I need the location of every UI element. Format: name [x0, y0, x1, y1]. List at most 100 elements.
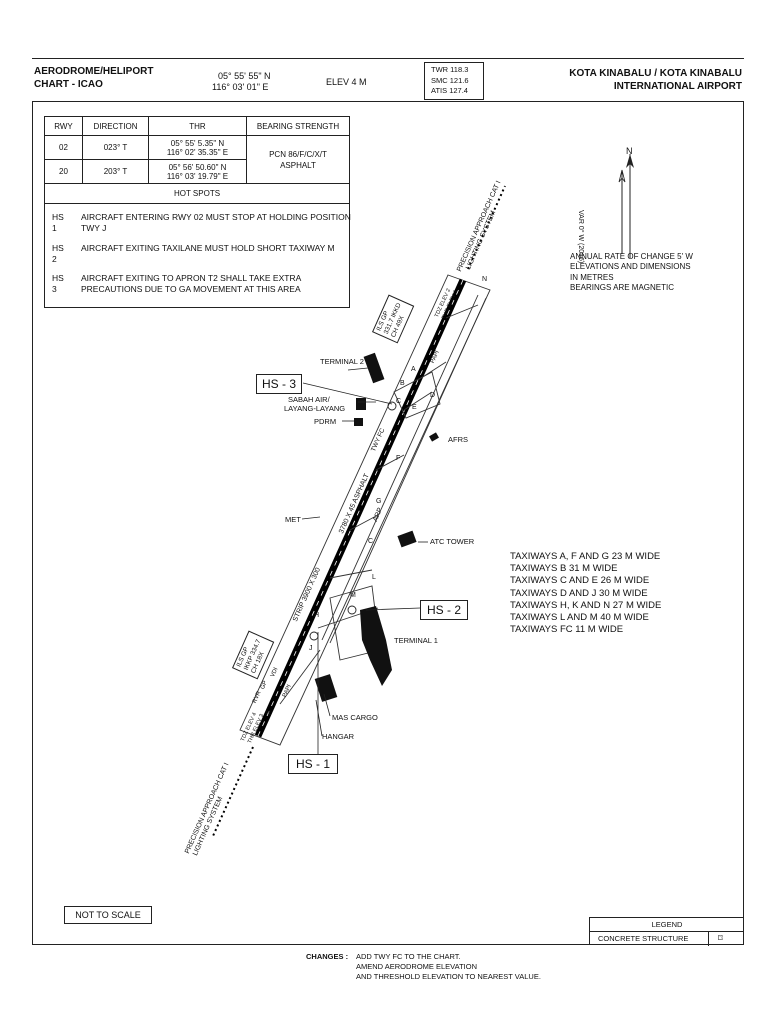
bearing-strength-cell: PCN 86/F/C/X/T ASPHALT	[246, 135, 350, 184]
taxiway-letter-n: N	[482, 276, 488, 283]
surface-value: ASPHALT	[280, 160, 316, 170]
hs3-leader	[302, 382, 393, 405]
aerodrome-elevation: ELEV 4 M	[326, 77, 367, 87]
afrs-building	[429, 432, 439, 442]
legend-box: LEGEND CONCRETE STRUCTURE ⌑	[589, 917, 744, 946]
taxiway-connector	[375, 454, 405, 471]
parallel-taxiway	[321, 294, 479, 641]
hot-spots-body	[44, 203, 350, 308]
hot-spot-2-marker	[347, 605, 357, 615]
hot-spot-id: HS 1	[52, 212, 64, 233]
terminal2-leader	[347, 367, 369, 371]
atc-tower-label: ATC TOWER	[430, 537, 475, 546]
met-label: MET	[285, 515, 301, 524]
taxiway-widths: TAXIWAYS A, F AND G 23 M WIDE TAXIWAYS B…	[510, 551, 661, 636]
thr-cell: 05° 55' 5.35" N 116° 02' 35.35" E	[148, 135, 247, 160]
hot-spot-3-box: HS - 3	[256, 374, 302, 394]
runway-02-20	[254, 278, 467, 738]
taxiway-connector	[349, 514, 379, 531]
smc-frequency: SMC 121.6	[431, 75, 469, 85]
hot-spot-1-marker	[309, 631, 319, 641]
taxiway-width-line: TAXIWAYS FC 11 M WIDE	[510, 624, 624, 636]
taxiway-letter-b: B	[400, 380, 405, 387]
taxiway-letter-c-north: C	[396, 398, 402, 405]
taxiway-letter-j: J	[309, 645, 313, 652]
table-row: 20 203° T 05° 56' 50.60" N 116° 03' 19.7…	[44, 159, 350, 184]
sabah-air-building	[356, 398, 366, 410]
approach-lighting-north	[467, 185, 506, 270]
taxiway-letter-a: A	[411, 366, 416, 373]
header-top-rule	[32, 58, 744, 59]
hot-spot-1-box: HS - 1	[288, 754, 338, 774]
mas-cargo-leader	[323, 693, 331, 717]
note-line: IN METRES	[570, 272, 614, 282]
taxiway-letter-m: M	[350, 592, 356, 599]
change-line: ADD TWY FC TO THE CHART.	[356, 952, 461, 961]
runway-table: RWY DIRECTION THR BEARING STRENGTH 02 02…	[44, 116, 350, 308]
pdrm-building	[354, 418, 363, 426]
mas-cargo-building	[314, 674, 338, 702]
hs2-leader	[365, 607, 421, 611]
met-leader	[301, 516, 321, 520]
hot-spot-2-box: HS - 2	[420, 600, 468, 620]
hot-spot-3-marker	[387, 401, 397, 411]
thr-cell: 05° 56' 50.60" N 116° 03' 19.79" E	[148, 159, 247, 184]
chart-title-line1: AERODROME/HELIPORT	[34, 66, 154, 77]
arp-longitude: 116° 03' 01" E	[212, 82, 269, 92]
taxiway-connector	[279, 649, 321, 705]
thr-lat: 05° 55' 5.35" N	[170, 138, 225, 148]
hot-spot-text: AIRCRAFT EXITING TO APRON T2 SHALL TAKE …	[81, 273, 301, 294]
legend-divider	[708, 932, 709, 946]
sabah-air-label: SABAH AIR/	[288, 395, 330, 404]
change-line: AMEND AERODROME ELEVATION	[356, 962, 477, 971]
airport-name-line2: INTERNATIONAL AIRPORT	[613, 81, 742, 92]
atis-frequency: ATIS 127.4	[431, 86, 468, 95]
thr-lon: 116° 02' 35.35" E	[166, 147, 229, 157]
hangar-leader	[315, 699, 323, 737]
apron-terminal-2	[393, 371, 441, 419]
frequency-box: TWR 118.3 SMC 121.6 ATIS 127.4	[424, 62, 484, 100]
terminal-2-building	[363, 352, 385, 384]
taxiway-letter-h: H	[314, 612, 320, 619]
chart-notes: ANNUAL RATE OF CHANGE 5' W ELEVATIONS AN…	[570, 252, 693, 293]
legend-row: CONCRETE STRUCTURE ⌑	[590, 932, 744, 946]
direction-cell: 023° T	[82, 135, 149, 160]
taxiway-connector	[329, 569, 373, 579]
taxiway-letter-k: K	[266, 710, 271, 717]
terminal-1-label: TERMINAL 1	[394, 636, 438, 645]
taxiway-width-line: TAXIWAYS A, F AND G 23 M WIDE	[510, 551, 661, 562]
note-line: BEARINGS ARE MAGNETIC	[570, 282, 675, 292]
airport-name-line1: KOTA KINABALU / KOTA KINABALU	[569, 68, 742, 79]
changes-notes: ADD TWY FC TO THE CHART. AMEND AERODROME…	[356, 952, 541, 982]
chart-title-line2: CHART - ICAO	[34, 79, 103, 90]
taxiway-width-line: TAXIWAYS H, K AND N 27 M WIDE	[510, 599, 662, 611]
taxiway-width-line: TAXIWAYS C AND E 26 M WIDE	[510, 575, 650, 587]
not-to-scale-box: NOT TO SCALE	[64, 906, 152, 924]
legend-title: LEGEND	[590, 918, 744, 932]
taxiway-width-line: TAXIWAYS B 31 M WIDE	[510, 563, 618, 575]
taxiway-connector	[403, 391, 433, 411]
taxiway-letter-c-south: C	[368, 538, 374, 545]
taxiway-letter-e: E	[412, 404, 417, 411]
taxiway-letter-d: D	[430, 392, 436, 399]
pcn-value: PCN 86/F/C/X/T	[269, 149, 327, 159]
taxiway-connector	[445, 304, 479, 319]
changes-label: CHANGES :	[306, 952, 349, 961]
parallel-taxiway	[329, 297, 487, 644]
taxiway-letter-l: L	[372, 574, 376, 581]
runway-strip	[239, 274, 491, 746]
north-arrow-icon	[618, 154, 634, 258]
afrs-label: AFRS	[448, 435, 469, 444]
hot-spot-text: AIRCRAFT EXITING TAXILANE MUST HOLD SHOR…	[81, 243, 335, 253]
pdrm-label: PDRM	[314, 417, 337, 426]
table-row: 02 023° T 05° 55' 5.35" N 116° 02' 35.35…	[44, 135, 350, 184]
change-line: AND THRESHOLD ELEVATION TO NEAREST VALUE…	[356, 972, 541, 981]
hot-spot-id: HS 3	[52, 273, 64, 294]
taxiway-letter-f: F	[396, 455, 401, 462]
terminal-1-building	[360, 606, 392, 686]
hangar-label: HANGAR	[322, 732, 355, 741]
chart-frame	[32, 101, 744, 945]
hot-spot-text: AIRCRAFT ENTERING RWY 02 MUST STOP AT HO…	[81, 212, 351, 233]
taxiway-width-line: TAXIWAYS D AND J 30 M WIDE	[510, 587, 648, 599]
